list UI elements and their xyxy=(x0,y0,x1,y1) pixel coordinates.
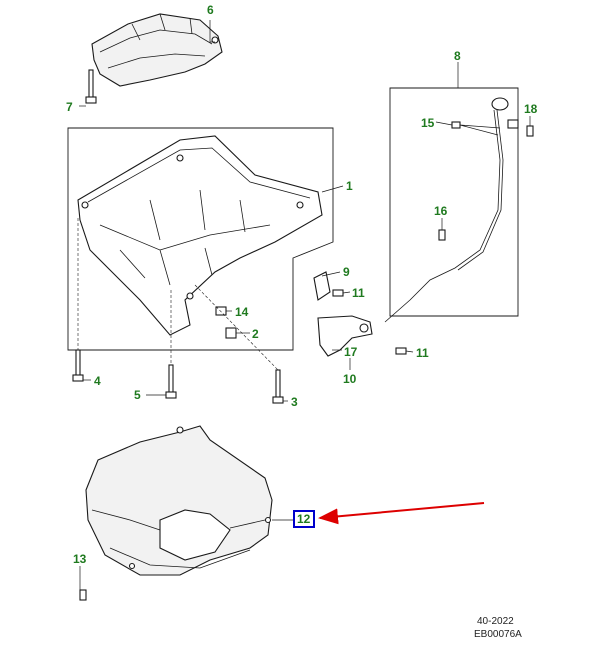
bolt-18 xyxy=(526,125,534,137)
bolt-7 xyxy=(85,69,97,104)
callout-18: 18 xyxy=(524,102,538,116)
bolt-16 xyxy=(438,229,446,241)
footer-code: EB00076A xyxy=(474,629,522,640)
upper-windage-tray xyxy=(91,13,223,87)
callout-13: 13 xyxy=(73,552,87,566)
callout-11-lower: 11 xyxy=(416,346,429,360)
callout-7: 7 xyxy=(66,100,73,114)
callout-2: 2 xyxy=(252,327,259,341)
red-pointer-arrow xyxy=(318,502,485,525)
bolt-11-lower xyxy=(395,347,407,355)
lower-oil-pan-shield xyxy=(85,425,273,576)
callout-1: 1 xyxy=(346,179,353,193)
callout-5: 5 xyxy=(134,388,141,402)
callout-16: 16 xyxy=(434,204,448,218)
callout-6: 6 xyxy=(207,3,214,17)
callout-10: 10 xyxy=(343,372,357,386)
callout-12-highlight-box xyxy=(293,510,315,528)
bolt-4 xyxy=(72,349,84,382)
plug-2 xyxy=(225,327,237,339)
callout-3: 3 xyxy=(291,395,298,409)
leader-lines xyxy=(79,20,531,590)
bolt-5 xyxy=(165,364,177,399)
callout-4: 4 xyxy=(94,374,101,388)
dipstick-group-frame xyxy=(389,87,519,317)
callout-9: 9 xyxy=(343,265,350,279)
callout-8: 8 xyxy=(454,49,461,63)
callout-12: 12 xyxy=(297,512,311,526)
callout-11-upper: 11 xyxy=(352,286,365,300)
bolt-15 xyxy=(451,121,461,129)
bolt-13 xyxy=(79,589,87,601)
dipstick-tube xyxy=(384,97,519,323)
bolt-11-upper xyxy=(332,289,344,297)
oil-pan-group-frame xyxy=(67,127,334,351)
footer-date: 40-2022 xyxy=(477,616,514,627)
bolt-3 xyxy=(272,369,284,404)
oil-pan xyxy=(77,135,323,336)
callout-17: 17 xyxy=(344,345,358,359)
callout-15: 15 xyxy=(421,116,435,130)
callout-14: 14 xyxy=(235,305,249,319)
oil-separator-bracket xyxy=(313,271,373,357)
